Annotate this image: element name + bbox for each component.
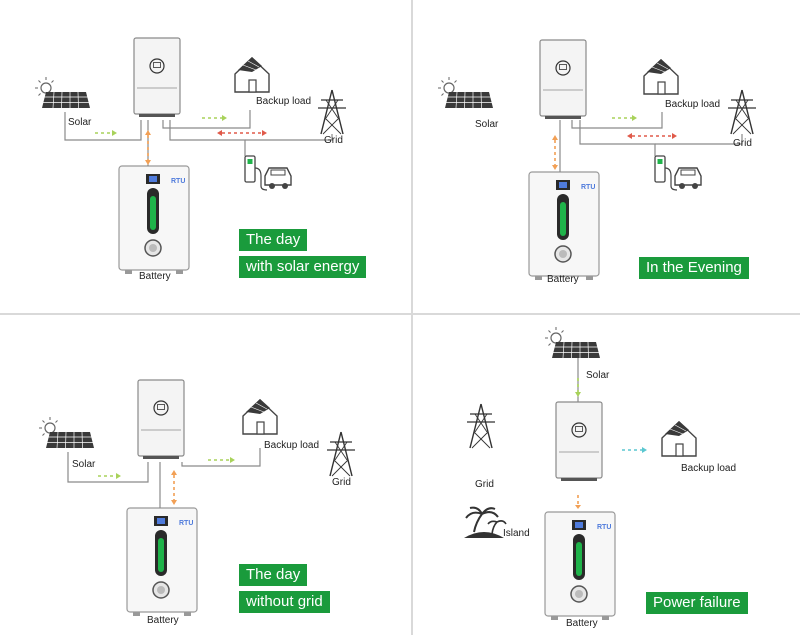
solar-panel-icon [437,76,494,109]
label-grid: Grid [733,138,752,149]
caption-line-1: The day [239,229,308,251]
vertical-divider [411,0,413,635]
label-battery: Battery [547,274,579,285]
battery-brand: RTU [597,524,612,531]
caption-line-2: without grid [239,591,330,613]
label-backup-load: Backup load [681,463,737,474]
house-icon [661,420,697,457]
flow-arrows [95,115,267,165]
label-island: Island [503,528,530,539]
panel-power-failure [463,326,697,621]
pylon-icon [727,89,757,135]
label-solar: Solar [586,370,610,381]
battery-brand: RTU [581,184,596,191]
house-icon [234,56,270,93]
house-icon [242,398,278,435]
label-backup-load: Backup load [256,96,312,107]
label-solar: Solar [68,117,92,128]
solar-panel-icon [38,416,95,449]
pylon-icon [317,89,347,135]
wiring [559,112,743,172]
solar-panel-icon [544,326,601,359]
label-battery: Battery [147,615,179,626]
panel-evening [437,39,757,281]
island-icon [463,506,507,539]
panel-day-no-grid [38,379,356,617]
label-grid: Grid [332,477,351,488]
wiring [64,110,333,166]
label-backup-load: Backup load [665,99,721,110]
label-solar: Solar [475,119,499,130]
inverter-icon [539,39,587,120]
inverter-icon [555,401,603,482]
flow-arrows [98,457,235,505]
label-battery: Battery [566,618,598,629]
battery-brand: RTU [171,178,186,185]
battery-brand: RTU [179,520,194,527]
horizontal-divider [0,313,800,315]
inverter-icon [133,37,181,118]
label-solar: Solar [72,459,96,470]
pylon-icon [466,403,496,449]
wiring [67,448,261,508]
label-grid: Grid [475,479,494,490]
caption-line-1: Power failure [646,592,748,614]
ev-charger-icon [654,155,702,191]
caption-line-2: with solar energy [239,256,367,278]
label-grid: Grid [324,135,343,146]
label-backup-load: Backup load [264,440,320,451]
pylon-icon [326,431,356,477]
flow-arrows [575,378,647,509]
solar-panel-icon [34,76,91,109]
house-icon [643,58,679,95]
label-battery: Battery [139,271,171,282]
caption-line-1: The day [239,564,308,586]
ev-charger-icon [244,155,292,191]
flow-arrows [552,115,677,170]
caption-line-1: In the Evening [639,257,749,279]
inverter-icon [137,379,185,460]
panel-day-solar [34,37,347,275]
